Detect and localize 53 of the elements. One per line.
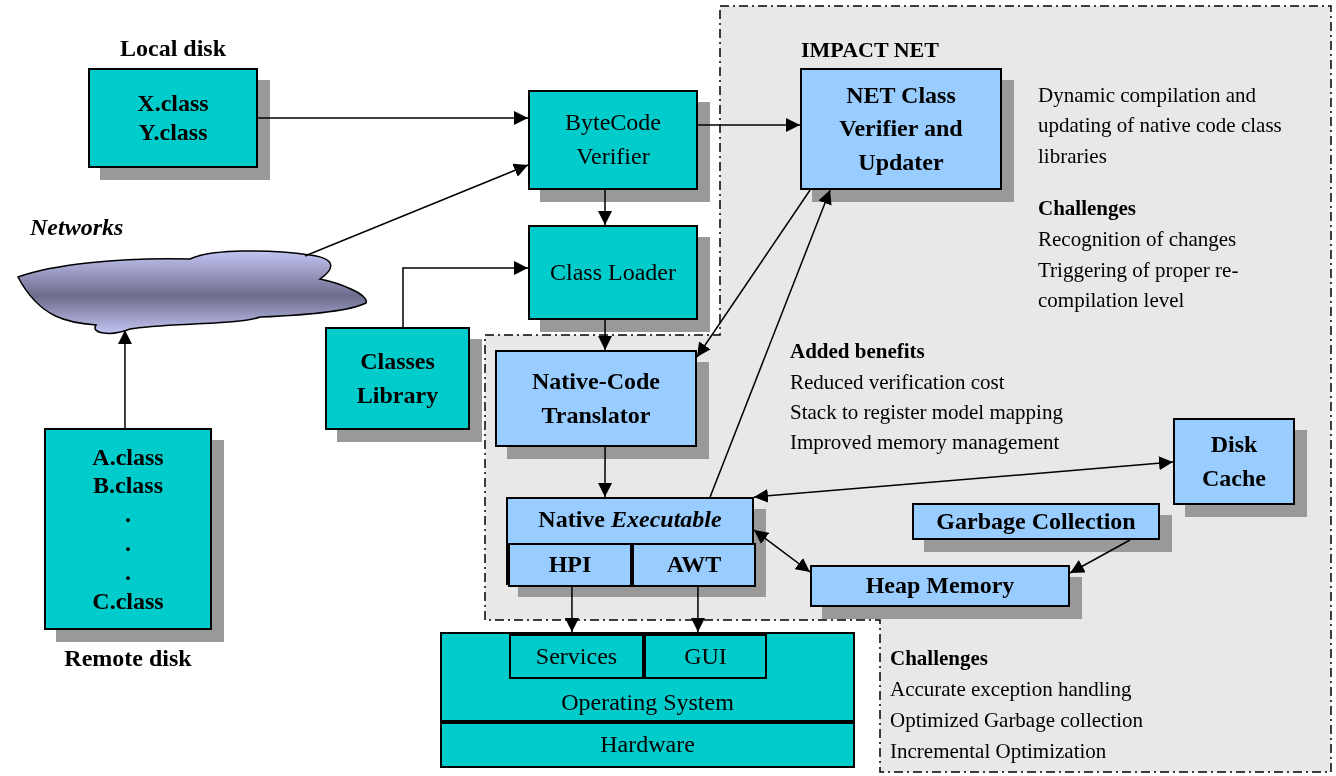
node-label: Native Executable bbox=[537, 505, 723, 534]
note-text: Stack to register model mapping bbox=[790, 399, 1064, 426]
node-label: Hardware bbox=[600, 730, 695, 760]
arrow bbox=[709, 189, 832, 498]
process-box bbox=[440, 722, 855, 768]
note-heading: Challenges bbox=[1038, 195, 1137, 222]
note-text: Recognition of changes bbox=[1038, 226, 1238, 253]
note-heading: Added benefits bbox=[790, 338, 926, 365]
process-box bbox=[632, 543, 756, 587]
arrow bbox=[402, 261, 529, 328]
node-label: Garbage Collection bbox=[936, 506, 1136, 536]
note-text: Triggering of proper re-compilation level bbox=[1038, 257, 1240, 315]
process-box bbox=[644, 634, 767, 679]
note-text: Optimized Garbage collection bbox=[890, 707, 1145, 734]
arrow bbox=[564, 584, 579, 633]
node-label: AWT bbox=[666, 550, 722, 580]
node-label: Native-Code Translator bbox=[531, 366, 661, 430]
node-label: GUI bbox=[684, 641, 727, 671]
arrow bbox=[598, 189, 612, 226]
arrow bbox=[753, 456, 1174, 503]
node-label: ByteCode Verifier bbox=[564, 108, 662, 171]
node-label: X.class Y.class bbox=[136, 89, 210, 147]
arrow bbox=[304, 163, 529, 257]
node-label: Class Loader bbox=[550, 257, 676, 287]
node-label: Operating System bbox=[560, 688, 735, 717]
note-heading: Challenges bbox=[890, 645, 989, 672]
node-label: Heap Memory bbox=[865, 571, 1015, 601]
process-box bbox=[509, 634, 644, 679]
node-label: Local disk bbox=[119, 34, 227, 63]
note-text: Reduced verification cost bbox=[790, 369, 1006, 396]
note-text: Incremental Optimization bbox=[890, 738, 1108, 765]
arrow bbox=[598, 446, 612, 498]
process-box bbox=[508, 543, 632, 587]
node-label: Classes Library bbox=[355, 346, 440, 410]
arrow bbox=[118, 329, 132, 429]
node-label: HPI bbox=[548, 550, 592, 580]
arrow bbox=[697, 118, 801, 132]
node-label: Disk Cache bbox=[1201, 429, 1267, 493]
arrow bbox=[257, 111, 529, 125]
arrow bbox=[696, 189, 811, 358]
arrow bbox=[598, 319, 613, 351]
node-label: Services bbox=[535, 641, 618, 671]
node-label: A.class B.class . . . C.class bbox=[91, 442, 165, 616]
note-text: Dynamic compilation and updating of native code class libraries bbox=[1038, 82, 1283, 170]
cloud-label: Networks bbox=[30, 213, 124, 242]
note-text: Accurate exception handling bbox=[890, 676, 1133, 703]
process-box bbox=[440, 632, 855, 722]
node-label: NET Class Verifier and Updater bbox=[838, 80, 964, 177]
region-title: IMPACT NET bbox=[800, 36, 940, 64]
arrow bbox=[753, 529, 811, 573]
note-text: Improved memory management bbox=[790, 429, 1061, 456]
node-label: Remote disk bbox=[63, 644, 193, 673]
arrow bbox=[690, 584, 705, 633]
